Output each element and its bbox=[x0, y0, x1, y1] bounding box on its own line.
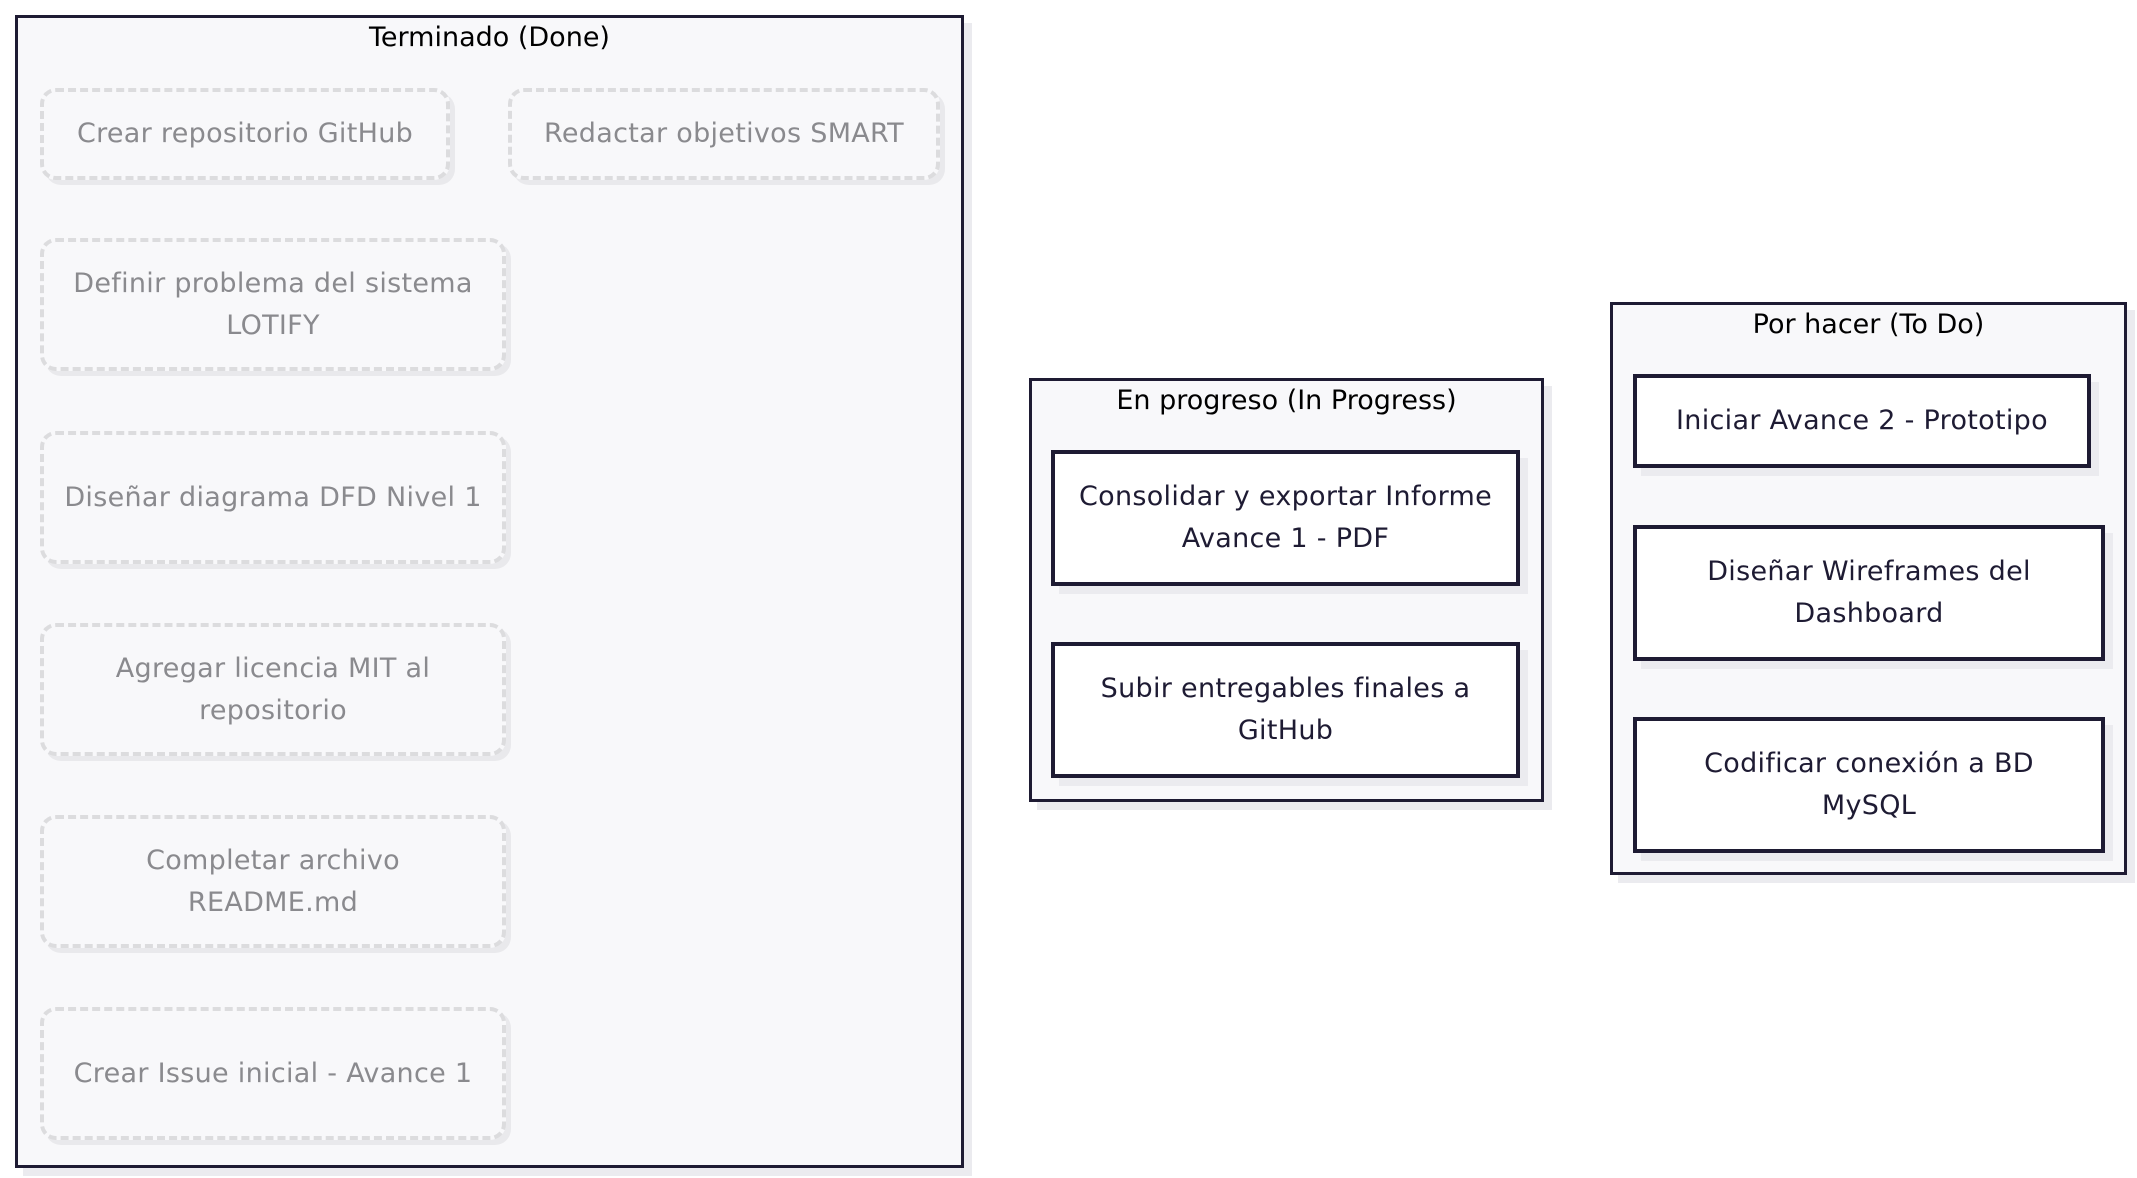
card-mysql-connection[interactable]: Codificar conexión a BD MySQL bbox=[1633, 717, 2105, 853]
card-label: Definir problema del sistema LOTIFY bbox=[73, 267, 473, 341]
card-label: Codificar conexión a BD MySQL bbox=[1704, 748, 2034, 821]
column-done-title: Terminado (Done) bbox=[369, 22, 610, 53]
card-label: Agregar licencia MIT al repositorio bbox=[115, 652, 431, 726]
card-readme[interactable]: Completar archivo README.md bbox=[40, 815, 506, 948]
card-label: Iniciar Avance 2 - Prototipo bbox=[1676, 405, 2048, 436]
card-dfd-diagram[interactable]: Diseñar diagrama DFD Nivel 1 bbox=[40, 431, 506, 564]
card-start-prototype[interactable]: Iniciar Avance 2 - Prototipo bbox=[1633, 374, 2091, 468]
card-label: Diseñar Wireframes del Dashboard bbox=[1707, 556, 2031, 629]
card-smart-objectives[interactable]: Redactar objetivos SMART bbox=[508, 88, 940, 180]
card-define-problem[interactable]: Definir problema del sistema LOTIFY bbox=[40, 238, 506, 371]
card-label: Consolidar y exportar Informe Avance 1 -… bbox=[1078, 481, 1493, 554]
card-label: Diseñar diagrama DFD Nivel 1 bbox=[64, 481, 482, 513]
card-label: Subir entregables finales a GitHub bbox=[1100, 673, 1471, 746]
card-label: Redactar objetivos SMART bbox=[544, 118, 904, 149]
card-initial-issue[interactable]: Crear Issue inicial - Avance 1 bbox=[40, 1007, 506, 1140]
card-create-repo[interactable]: Crear repositorio GitHub bbox=[40, 88, 450, 180]
card-label: Completar archivo README.md bbox=[146, 844, 400, 918]
card-export-report[interactable]: Consolidar y exportar Informe Avance 1 -… bbox=[1051, 450, 1520, 586]
column-done: Terminado (Done) bbox=[15, 15, 964, 1168]
column-in-progress-title: En progreso (In Progress) bbox=[1116, 385, 1457, 416]
card-mit-license[interactable]: Agregar licencia MIT al repositorio bbox=[40, 623, 506, 756]
card-label: Crear Issue inicial - Avance 1 bbox=[73, 1057, 473, 1089]
card-label: Crear repositorio GitHub bbox=[76, 118, 414, 149]
card-dashboard-wireframes[interactable]: Diseñar Wireframes del Dashboard bbox=[1633, 525, 2105, 661]
column-todo-title: Por hacer (To Do) bbox=[1752, 309, 1985, 340]
card-upload-deliverables[interactable]: Subir entregables finales a GitHub bbox=[1051, 642, 1520, 778]
